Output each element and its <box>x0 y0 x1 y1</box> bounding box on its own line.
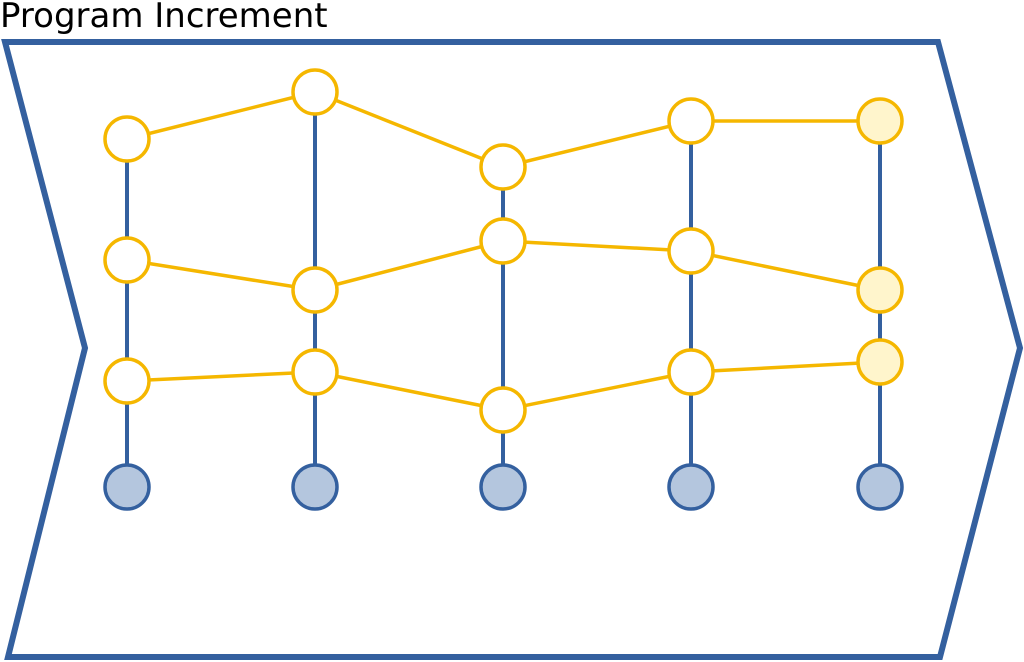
diagram-title: Program Increment <box>0 0 328 36</box>
work-node <box>291 266 339 314</box>
connector-link <box>690 249 881 292</box>
work-node <box>291 348 339 396</box>
base-node <box>667 463 715 511</box>
connector-link <box>502 239 692 253</box>
connector-link <box>314 239 504 292</box>
work-node <box>479 386 527 434</box>
base-node <box>479 463 527 511</box>
work-node <box>479 143 527 191</box>
base-node <box>856 463 904 511</box>
work-node <box>667 348 715 396</box>
work-node <box>103 115 151 163</box>
work-node <box>667 227 715 275</box>
connector-link <box>126 370 316 383</box>
connector-link <box>690 360 881 374</box>
connector-link <box>314 370 504 412</box>
work-node <box>856 97 904 145</box>
work-node <box>103 236 151 284</box>
connector-link <box>126 90 316 141</box>
work-node <box>103 357 151 405</box>
work-node <box>479 217 527 265</box>
work-node <box>856 266 904 314</box>
connector-link <box>502 119 692 169</box>
work-node <box>291 68 339 116</box>
base-nodes <box>103 463 904 511</box>
work-node <box>856 338 904 386</box>
connector-link <box>314 90 504 169</box>
base-node <box>103 463 151 511</box>
work-node <box>667 97 715 145</box>
connector-link <box>126 258 316 292</box>
chevron-frame <box>1 39 1024 660</box>
base-node <box>291 463 339 511</box>
connector-links <box>126 90 881 412</box>
connector-link <box>502 370 692 412</box>
work-nodes <box>103 68 904 434</box>
